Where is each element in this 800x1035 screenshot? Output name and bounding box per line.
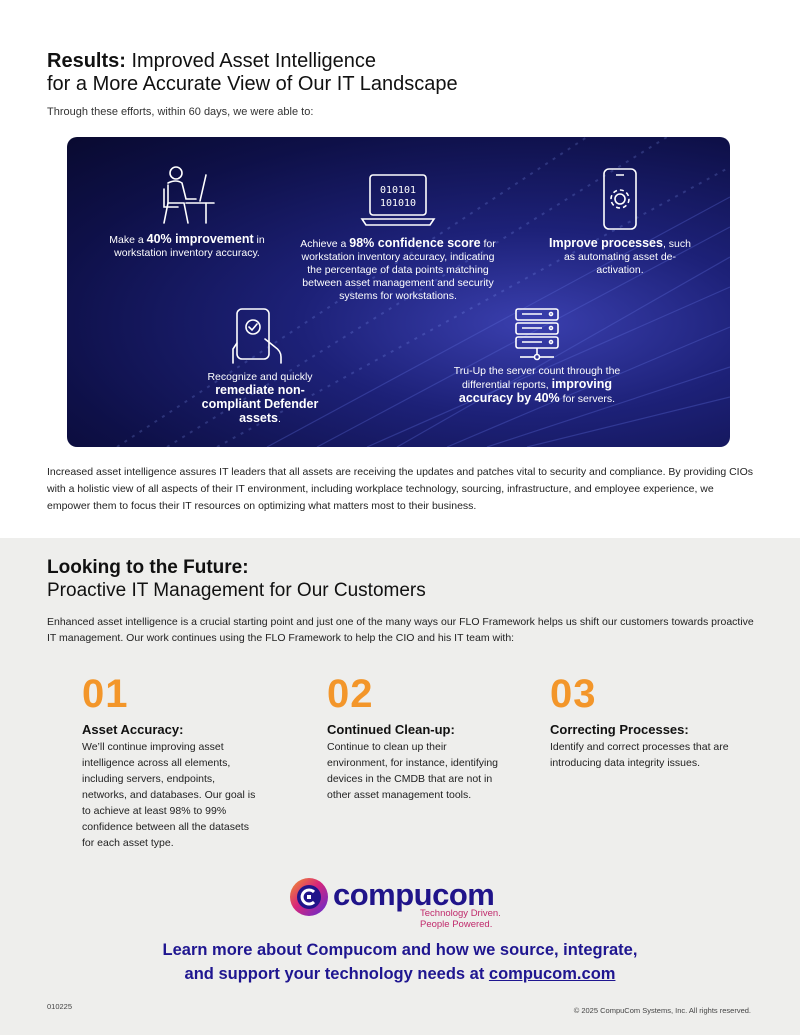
step-number: 03 <box>550 672 597 716</box>
results-heading: Results: Improved Asset Intelligence for… <box>47 50 458 95</box>
panel-item-servers: Tru-Up the server count through the diff… <box>452 307 622 406</box>
panel-item-workstation: Make a 40% improvement in workstation in… <box>107 165 267 260</box>
brand-tagline: Technology Driven. People Powered. <box>420 908 501 930</box>
copyright: © 2025 CompuCom Systems, Inc. All rights… <box>573 1006 751 1015</box>
step-01: 01 Asset Accuracy: We’ll continue improv… <box>82 672 262 851</box>
step-02: 02 Continued Clean-up: Continue to clean… <box>327 672 507 803</box>
laptop-binary-icon: 010101 101010 <box>360 174 436 226</box>
cta-text: Learn more about Compucom and how we sou… <box>162 941 638 983</box>
step-title: Asset Accuracy: <box>82 722 184 737</box>
step-number: 01 <box>82 672 129 716</box>
panel-item-defender: Recognize and quickly remediate non-comp… <box>195 307 325 426</box>
phone-check-hand-icon <box>232 308 282 364</box>
svg-text:010101: 010101 <box>380 185 416 196</box>
results-intro: Through these efforts, within 60 days, w… <box>47 106 314 118</box>
step-text: Continue to clean up their environment, … <box>327 741 499 801</box>
step-text: Identify and correct processes that are … <box>550 741 729 769</box>
step-title: Continued Clean-up: <box>327 722 455 737</box>
results-section: Results: Improved Asset Intelligence for… <box>47 50 754 512</box>
server-rack-icon <box>515 308 559 361</box>
summary-paragraph: Increased asset intelligence assures IT … <box>47 466 754 512</box>
compucom-logo: compucom Technology Driven. People Power… <box>289 875 529 931</box>
future-section <box>0 538 800 1035</box>
compucom-link[interactable]: compucom.com <box>488 965 616 983</box>
step-number: 02 <box>327 672 374 716</box>
compucom-mark-icon <box>290 878 328 916</box>
step-title: Correcting Processes: <box>550 722 689 737</box>
panel-item-confidence-score: 010101 101010 Achieve a 98% confidence s… <box>300 173 496 303</box>
future-heading: Looking to the Future: Proactive IT Mana… <box>47 557 426 601</box>
desk-worker-icon <box>163 166 215 224</box>
svg-text:101010: 101010 <box>380 198 416 209</box>
future-intro: Enhanced asset intelligence is a crucial… <box>47 616 754 644</box>
results-panel: Make a 40% improvement in workstation in… <box>67 137 730 447</box>
step-03: 03 Correcting Processes: Identify and co… <box>550 672 730 771</box>
panel-item-processes: Improve processes, such as automating as… <box>545 167 695 277</box>
phone-gear-icon <box>603 168 637 230</box>
document-code: 010225 <box>47 1002 73 1011</box>
step-text: We’ll continue improving asset intellige… <box>82 741 256 849</box>
